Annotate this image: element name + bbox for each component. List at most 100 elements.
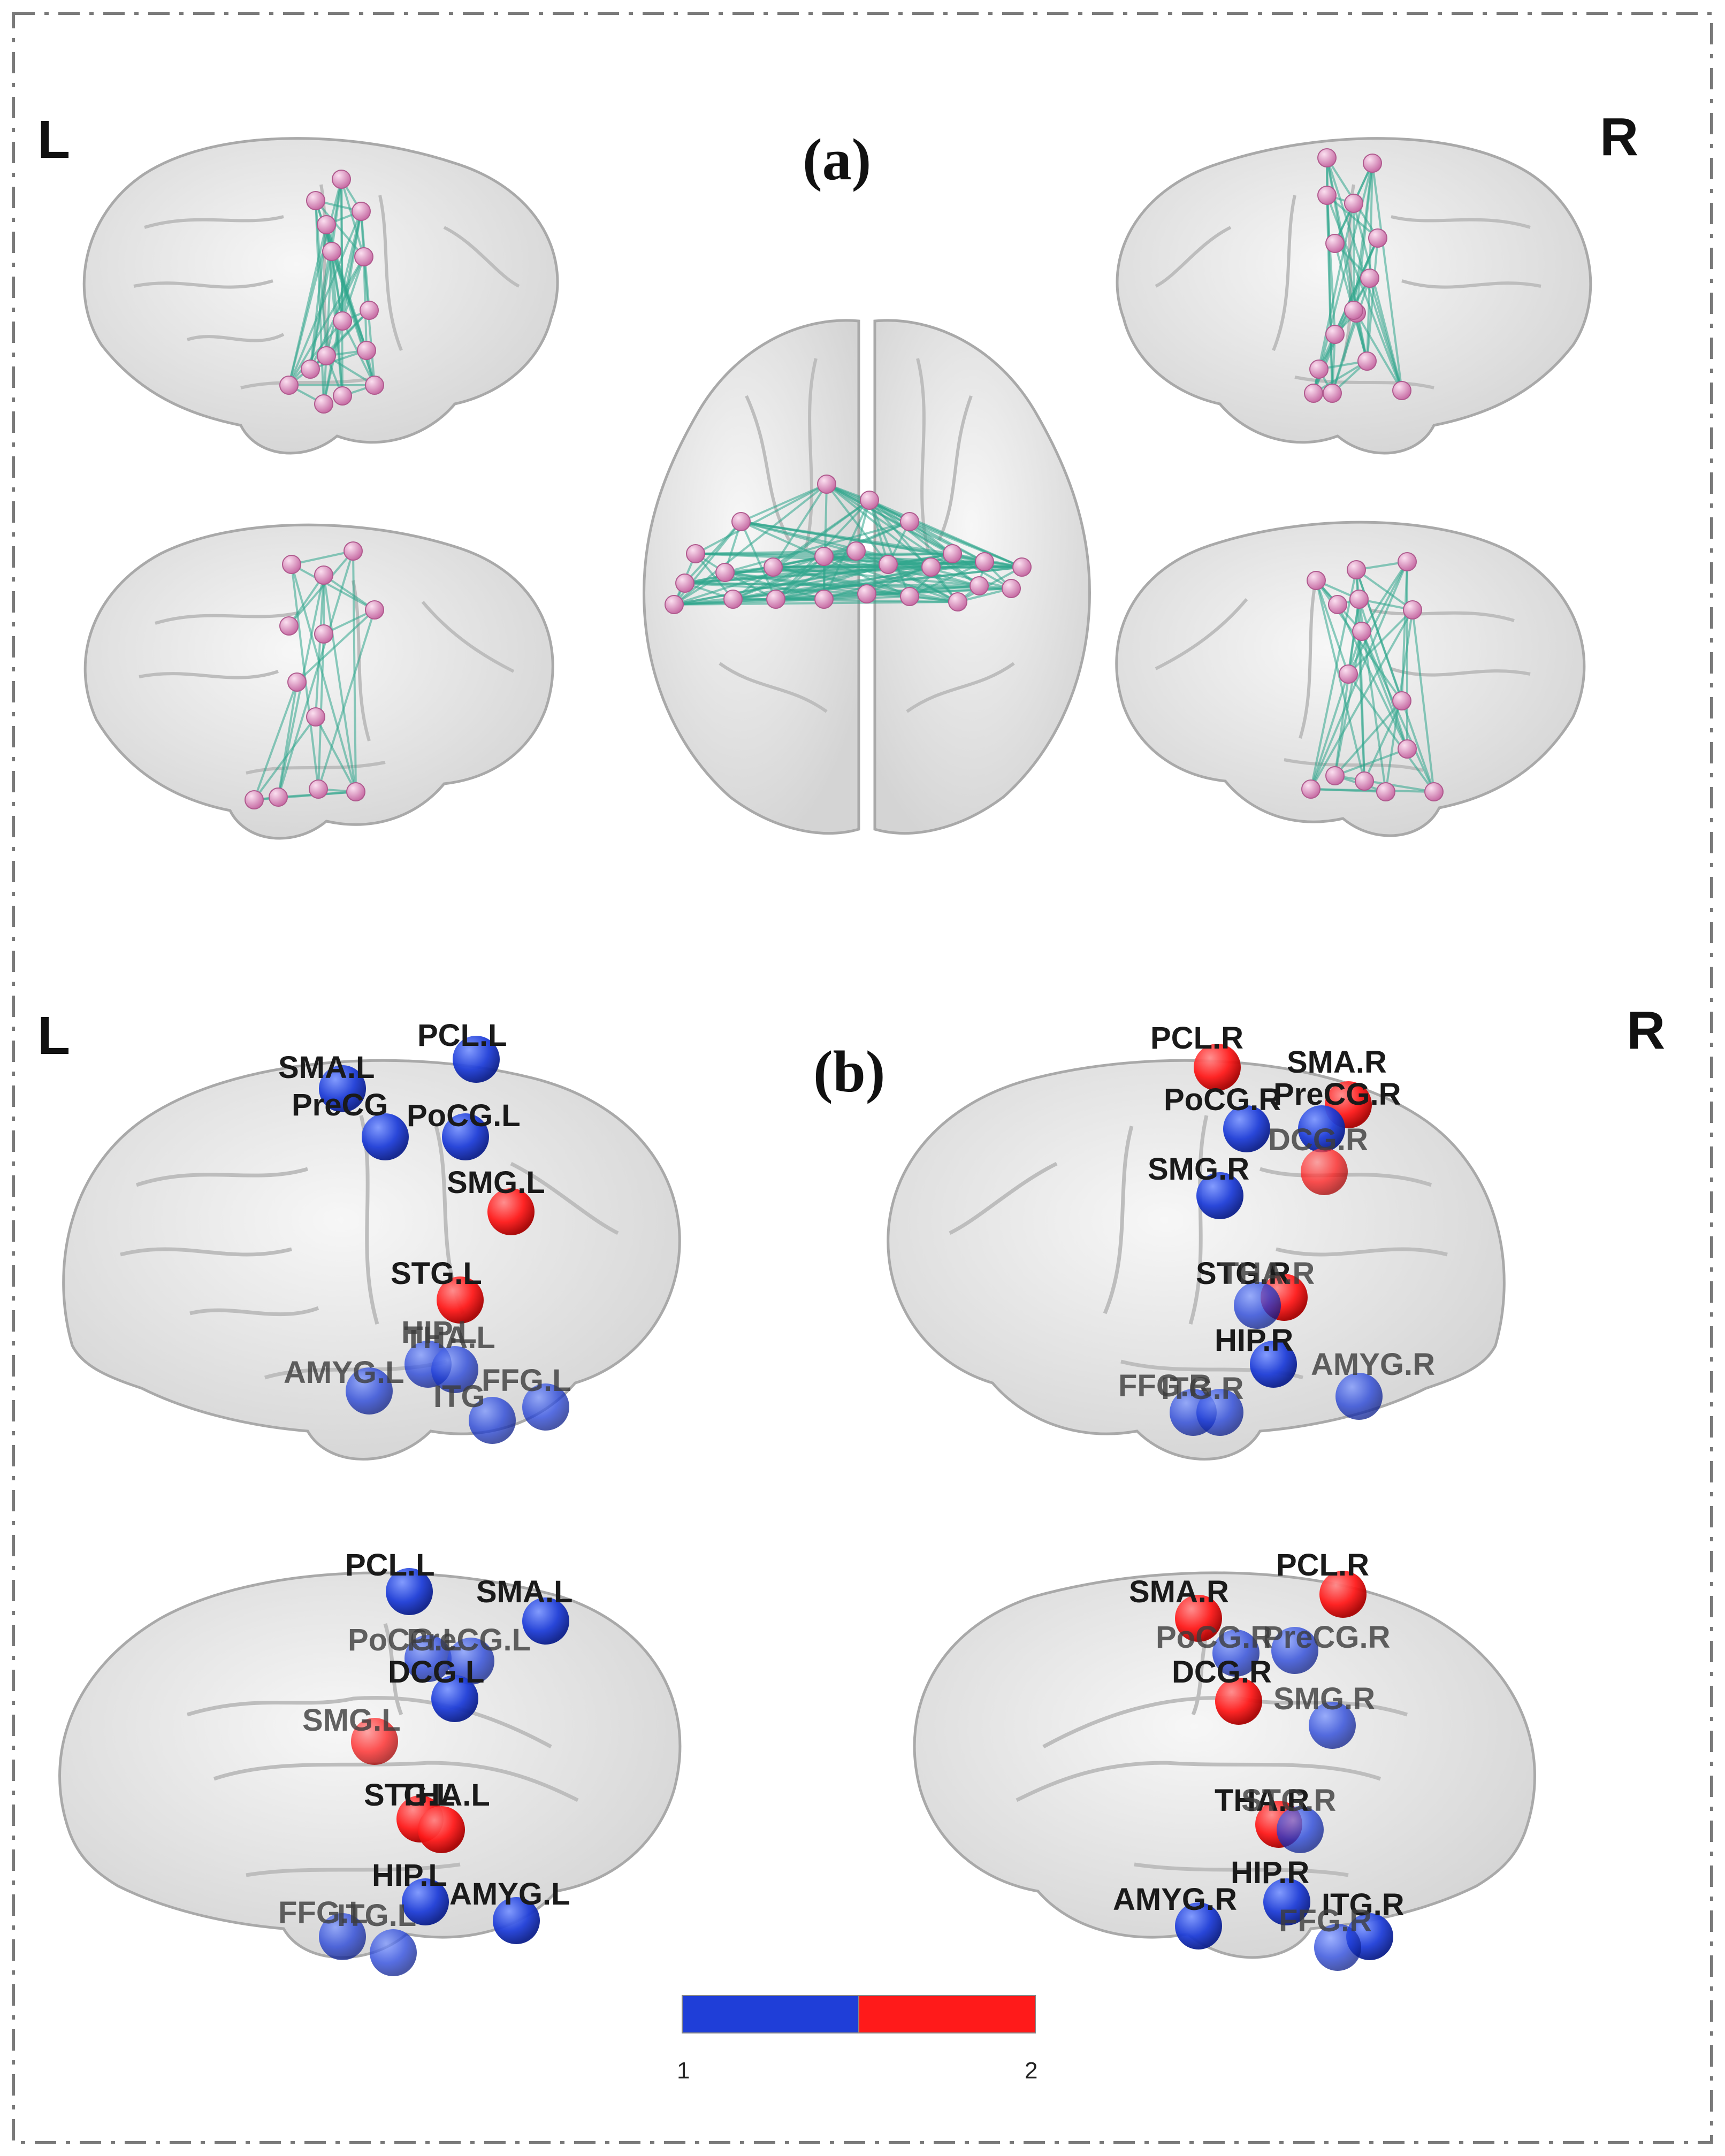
module-1-node <box>1314 1924 1361 1971</box>
network-edge <box>1355 312 1403 392</box>
module-1-node <box>386 1568 433 1615</box>
brain-sulci <box>1155 184 1541 389</box>
network-node <box>921 557 941 577</box>
network-edge <box>1310 631 1363 790</box>
panel-a-left-label: L <box>37 110 70 170</box>
network-node <box>1392 691 1411 710</box>
colorbar-module-2 <box>858 1995 1036 2033</box>
module-2-node <box>1175 1595 1222 1642</box>
network-edge <box>868 500 889 565</box>
node-label: PCL.R <box>1276 1548 1369 1582</box>
module-2-node <box>1319 1571 1367 1618</box>
network-node <box>357 341 376 360</box>
module-1-node <box>402 1878 449 1925</box>
network-node <box>1344 301 1363 320</box>
node-label: HIP.R <box>1215 1323 1293 1358</box>
network-node <box>857 584 876 603</box>
network-node <box>333 386 352 406</box>
network-node <box>900 587 919 606</box>
brain-a-left-medial <box>83 523 554 840</box>
network-node <box>352 202 371 221</box>
module-1-node <box>453 1036 500 1083</box>
brain-outline <box>62 1059 681 1461</box>
network-node <box>317 215 336 234</box>
network-node <box>1344 194 1363 213</box>
node-label: STG.R <box>1196 1256 1291 1291</box>
module-1-node <box>469 1397 516 1444</box>
network-node <box>1398 739 1417 759</box>
network-node <box>766 590 785 609</box>
network-node <box>287 672 307 692</box>
node-label: SMG.R <box>1148 1152 1249 1187</box>
node-label: FFG.R <box>1118 1368 1211 1403</box>
network-node <box>764 557 783 577</box>
module-1-node <box>1277 1806 1324 1853</box>
module-1-node <box>1298 1105 1345 1152</box>
module-1-node <box>1263 1878 1310 1925</box>
brain-outline <box>887 1059 1506 1461</box>
network-node <box>817 475 836 494</box>
network-node <box>279 616 299 636</box>
node-label: STG.L <box>364 1778 455 1813</box>
node-label: PreCG.R <box>1273 1077 1401 1112</box>
network-edge <box>363 256 376 386</box>
module-1-node <box>1223 1105 1270 1152</box>
network-edge <box>309 251 333 370</box>
network-node <box>314 565 333 585</box>
network-node <box>943 544 962 563</box>
network-edge <box>1334 748 1408 777</box>
brain-sulci <box>186 1623 579 1877</box>
network-node <box>814 547 834 566</box>
network-a-dorsal <box>665 475 1032 614</box>
network-node <box>731 512 751 531</box>
network-node <box>665 595 684 614</box>
module-2-node <box>1194 1044 1241 1091</box>
network-edge <box>732 550 857 600</box>
module-1-node <box>404 1635 452 1682</box>
network-node <box>1392 381 1411 400</box>
node-label: PoCG.R <box>1156 1620 1273 1655</box>
network-node <box>301 360 320 379</box>
network-node <box>1347 560 1366 579</box>
module-1-node <box>1271 1627 1318 1674</box>
network-edge <box>1310 609 1414 790</box>
network-node <box>282 555 301 574</box>
network-edge <box>1334 700 1403 777</box>
network-edge <box>772 483 828 568</box>
network-edge <box>323 251 333 404</box>
colorbar-module-1 <box>682 1995 859 2033</box>
network-node <box>1403 600 1422 620</box>
network-edge <box>253 716 317 801</box>
network-edge <box>288 211 362 386</box>
network-node <box>1357 351 1377 371</box>
network-node <box>309 779 328 799</box>
nodes-b-left-medial: PCL.LSMA.LPoCG.LPreCG.LDCG.LSMG.LSTG.LTH… <box>278 1548 573 1976</box>
node-label: ITG.R <box>1322 1887 1405 1922</box>
network-edge <box>315 575 325 717</box>
node-label: FFG.L <box>482 1363 571 1398</box>
network-node <box>1307 571 1326 590</box>
module-1-node <box>1175 1902 1222 1949</box>
network-edge <box>288 320 344 386</box>
network-edge <box>732 499 871 600</box>
network-edge <box>1371 163 1403 391</box>
module-1-node <box>319 1913 366 1960</box>
module-1-node <box>362 1113 409 1160</box>
brain-outline <box>82 137 559 455</box>
brain-b-left-lateral <box>62 1059 681 1461</box>
network-node <box>1355 771 1374 791</box>
network-node <box>1325 766 1345 785</box>
brain-sulci <box>1155 577 1531 772</box>
network-node <box>814 590 834 609</box>
brain-a-left-lateral <box>82 137 559 455</box>
node-label: PCL.L <box>417 1018 507 1053</box>
network-edge <box>957 566 1022 603</box>
network-edge <box>291 564 357 792</box>
network-node <box>245 790 264 809</box>
network-edge <box>1347 673 1435 793</box>
network-edge <box>291 550 354 565</box>
network-node <box>1301 779 1321 799</box>
node-label: STG.R <box>1241 1783 1336 1818</box>
node-label: PoCG.L <box>407 1098 521 1133</box>
network-node <box>1398 552 1417 571</box>
